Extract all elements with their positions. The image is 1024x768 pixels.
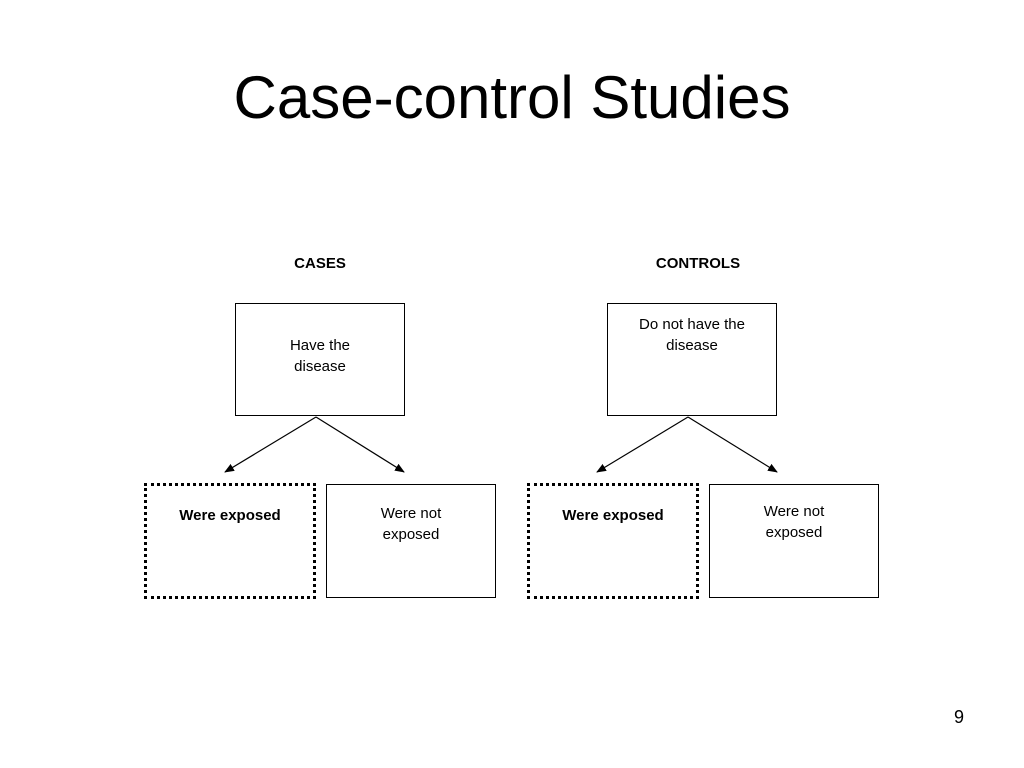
cases-heading: CASES [294, 255, 346, 272]
controls-not-exposed-arrow [687, 416, 778, 473]
cases-not-exposed-label: Were not exposed [380, 505, 442, 543]
page-number: 9 [953, 707, 964, 727]
controls-disease-box: Do not have the disease [607, 303, 777, 416]
controls-not-exposed-box: Were not exposed [709, 484, 879, 598]
cases-disease-label: Have the disease [289, 337, 351, 375]
cases-exposed-label: Were exposed [179, 507, 281, 524]
cases-exposed-box: Were exposed [144, 483, 316, 599]
cases-exposed-arrow [224, 416, 317, 473]
controls-disease-label: Do not have the disease [639, 316, 745, 354]
slide-title: Case-control Studies [233, 64, 791, 131]
cases-disease-box: Have the disease [235, 303, 405, 416]
cases-not-exposed-box: Were not exposed [326, 484, 496, 598]
controls-exposed-box: Were exposed [527, 483, 699, 599]
controls-heading: CONTROLS [655, 255, 741, 272]
controls-exposed-arrow [596, 416, 689, 473]
controls-exposed-label: Were exposed [562, 507, 664, 524]
controls-not-exposed-label: Were not exposed [763, 503, 825, 541]
cases-not-exposed-arrow [315, 416, 405, 473]
